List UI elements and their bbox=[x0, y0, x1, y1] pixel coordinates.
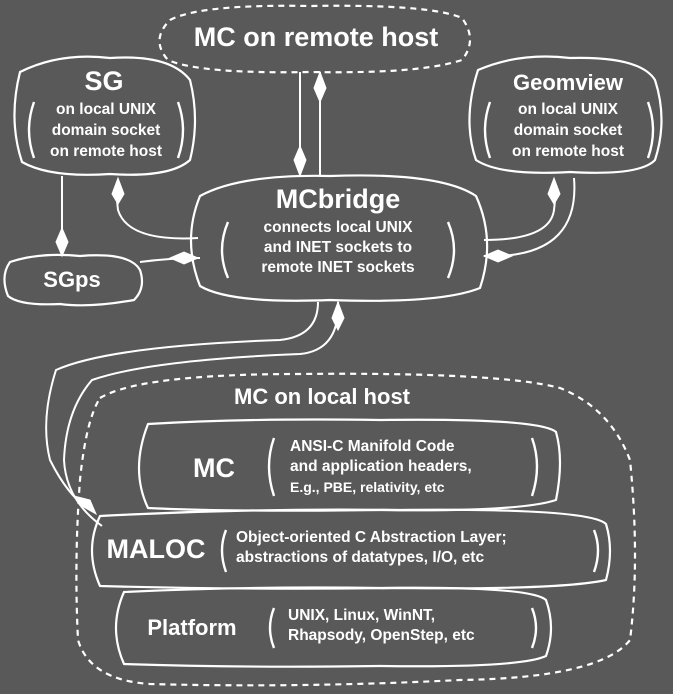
maloc-outline bbox=[90, 508, 612, 590]
mc-line-2: and application headers, bbox=[290, 458, 472, 475]
sg-line-1: on local UNIX bbox=[56, 101, 156, 118]
maloc-line-1: Object-oriented C Abstraction Layer; bbox=[236, 529, 507, 546]
sg-outline bbox=[13, 55, 197, 176]
platform-title: Platform bbox=[147, 615, 237, 640]
parentheses bbox=[27, 101, 655, 649]
geomview-line-2: domain socket bbox=[513, 122, 623, 139]
geomview-line-3: on remote host bbox=[512, 143, 624, 160]
geomview-title: Geomview bbox=[512, 70, 624, 95]
mc-title: MC bbox=[193, 453, 235, 483]
mc-line-3: E.g., PBE, relativity, etc bbox=[290, 479, 445, 495]
mcbridge-line-3: remote INET sockets bbox=[261, 259, 415, 276]
mcbridge-title: MCbridge bbox=[275, 184, 401, 214]
sg-line-3: on remote host bbox=[50, 143, 162, 160]
mc-line-1: ANSI-C Manifold Code bbox=[290, 438, 455, 455]
mcbridge-line-1: connects local UNIX bbox=[263, 219, 413, 236]
platform-line-1: UNIX, Linux, WinNT, bbox=[288, 607, 436, 624]
platform-line-2: Rhapsody, OpenStep, etc bbox=[288, 627, 475, 644]
connectors bbox=[45, 70, 576, 527]
local-host-title: MC on local host bbox=[234, 384, 410, 409]
mcbridge-outline bbox=[189, 174, 489, 302]
geomview-outline bbox=[468, 55, 663, 174]
maloc-title: MALOC bbox=[106, 534, 206, 564]
mc-outline bbox=[137, 418, 562, 512]
mcbridge-line-2: and INET sockets to bbox=[263, 239, 413, 256]
sgps-outline bbox=[3, 253, 144, 307]
maloc-line-2: abstractions of datatypes, I/O, etc bbox=[236, 549, 485, 566]
platform-outline bbox=[114, 586, 553, 668]
sg-line-2: domain socket bbox=[51, 122, 161, 139]
geomview-line-1: on local UNIX bbox=[518, 101, 618, 118]
remote-host-title: MC on remote host bbox=[193, 22, 439, 52]
sgps-title: SGps bbox=[43, 267, 101, 292]
sg-title: SG bbox=[84, 66, 124, 96]
